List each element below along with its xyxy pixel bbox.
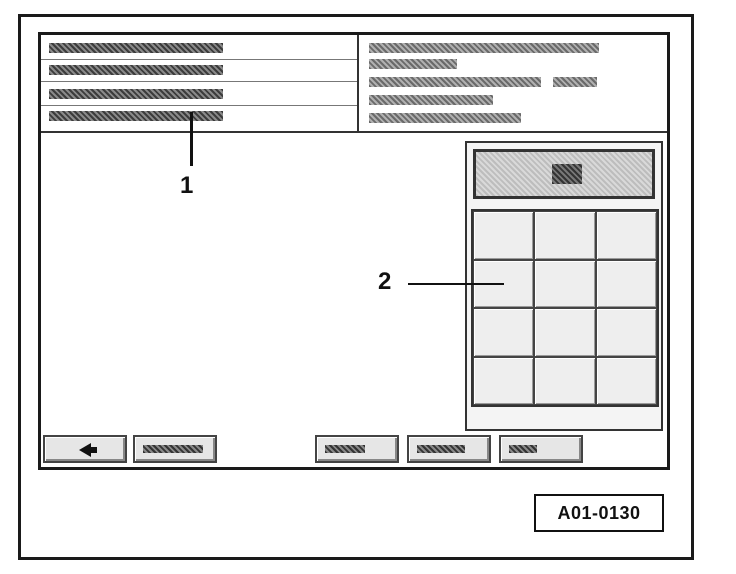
header-right-line-3 xyxy=(369,77,541,87)
keypad-key[interactable] xyxy=(473,211,535,260)
function-button-2[interactable] xyxy=(315,435,399,463)
display-value xyxy=(552,164,582,184)
row-divider xyxy=(41,105,357,106)
header-right-line-1 xyxy=(369,43,599,53)
header-left-line-2 xyxy=(49,65,223,75)
keypad-key[interactable] xyxy=(534,356,596,405)
back-button[interactable] xyxy=(43,435,127,463)
header-right-line-4 xyxy=(369,95,493,105)
back-arrow-icon-stem xyxy=(91,447,97,453)
keypad-key[interactable] xyxy=(534,259,596,308)
callout-2-leader xyxy=(408,283,504,285)
function-button-3[interactable] xyxy=(407,435,491,463)
function-button-3-label xyxy=(417,445,465,453)
function-button-4[interactable] xyxy=(499,435,583,463)
tester-screen xyxy=(38,32,670,470)
figure-id-label: A01-0130 xyxy=(534,494,664,532)
keypad-key[interactable] xyxy=(595,259,657,308)
header-right-line-5 xyxy=(369,113,521,123)
back-arrow-icon xyxy=(79,443,91,457)
header-left-line-4 xyxy=(49,111,223,121)
callout-1-label: 1 xyxy=(180,172,194,199)
keypad-key[interactable] xyxy=(534,308,596,357)
keypad-key[interactable] xyxy=(595,308,657,357)
keypad-key[interactable] xyxy=(473,308,535,357)
keypad-grid xyxy=(471,209,659,407)
header-left-line-3 xyxy=(49,89,223,99)
callout-1-leader xyxy=(190,112,193,166)
function-button-2-label xyxy=(325,445,365,453)
function-button-1[interactable] xyxy=(133,435,217,463)
keypad-display xyxy=(473,149,655,199)
function-button-4-label xyxy=(509,445,537,453)
header-left-line-1 xyxy=(49,43,223,53)
row-divider xyxy=(41,59,357,60)
keypad-key[interactable] xyxy=(595,356,657,405)
keypad-panel xyxy=(465,141,663,431)
header-left-panel xyxy=(41,35,359,131)
row-divider xyxy=(41,81,357,82)
callout-2-label: 2 xyxy=(378,268,392,295)
keypad-key[interactable] xyxy=(473,356,535,405)
keypad-key[interactable] xyxy=(534,211,596,260)
keypad-key[interactable] xyxy=(595,211,657,260)
header-panel xyxy=(41,35,667,133)
header-right-line-2 xyxy=(369,59,457,69)
function-button-1-label xyxy=(143,445,203,453)
header-right-line-3b xyxy=(553,77,597,87)
